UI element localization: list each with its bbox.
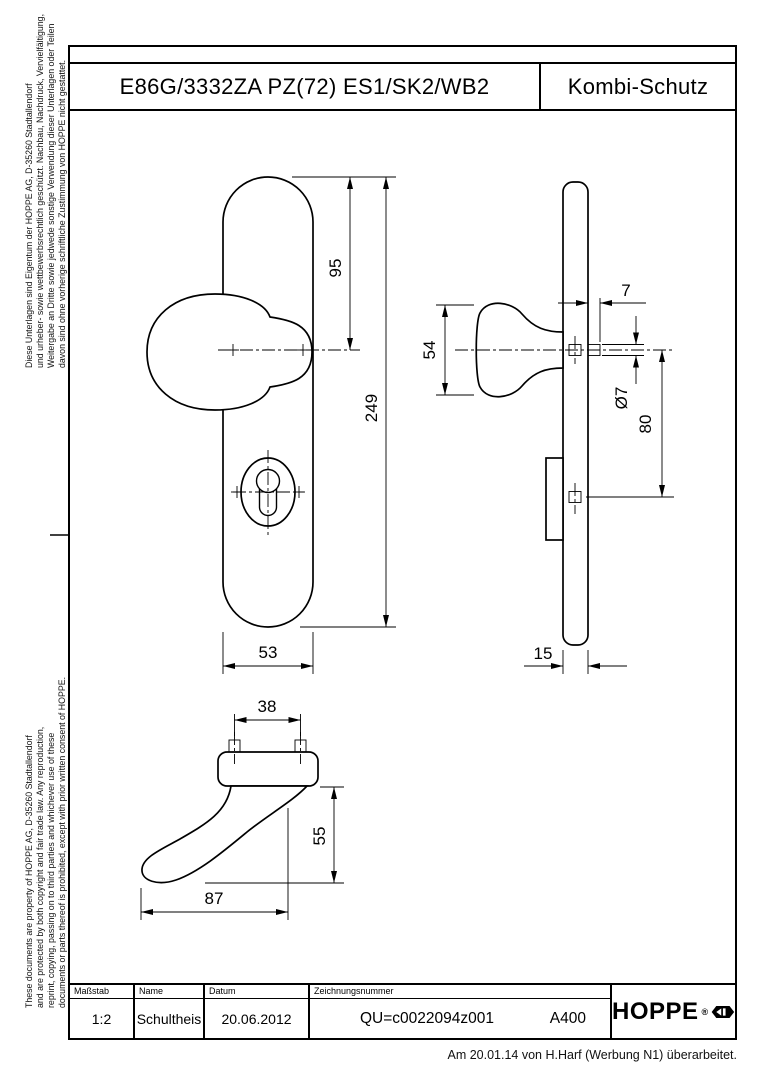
copyright-line: Weitergabe an Dritte sowie jedwede sonst… [46, 23, 56, 368]
date-cell: Datum 20.06.2012 [205, 985, 310, 1038]
product-name: Kombi-Schutz [539, 64, 735, 109]
date-value: 20.06.2012 [221, 1010, 292, 1027]
hoppe-hexagon-icon [711, 1005, 735, 1018]
title-block: E86G/3332ZA PZ(72) ES1/SK2/WB2 Kombi-Sch… [70, 62, 735, 111]
format-code: A400 [549, 1009, 586, 1027]
footer-title-block: Maßstab 1:2 Name Schultheis Datum 20.06.… [70, 983, 735, 1038]
drawing-number-cell: Zeichnungsnummer QU=c0022094z001 A400 [310, 985, 612, 1038]
brand-name: HOPPE [612, 997, 699, 1025]
copyright-line: These documents are property of HOPPE AG… [24, 735, 34, 1008]
revision-note: Am 20.01.14 von H.Harf (Werbung N1) über… [447, 1048, 738, 1062]
copyright-note-english: These documents are property of HOPPE AG… [24, 676, 68, 1008]
scale-cell: Maßstab 1:2 [70, 985, 135, 1038]
drawing-frame: E86G/3332ZA PZ(72) ES1/SK2/WB2 Kombi-Sch… [68, 45, 737, 1040]
name-value: Schultheis [136, 1010, 202, 1027]
product-code: E86G/3332ZA PZ(72) ES1/SK2/WB2 [119, 73, 490, 99]
copyright-note-german: Diese Unterlagen sind Eigentum der HOPPE… [24, 13, 68, 368]
copyright-line: and are protected by both copyright and … [35, 726, 45, 1008]
date-label: Datum [205, 985, 308, 999]
name-label: Name [135, 985, 203, 999]
registered-mark: ® [701, 1006, 709, 1017]
copyright-line: documents or parts thereof is prohibited… [57, 676, 67, 1008]
copyright-line: und urheber- sowie wettbewerbsrechtlich … [35, 13, 45, 368]
drawing-number-value: QU=c0022094z001 [360, 1009, 495, 1027]
copyright-line: davon sind ohne vorherige schriftliche Z… [57, 59, 67, 368]
name-cell: Name Schultheis [135, 985, 205, 1038]
copyright-line: Diese Unterlagen sind Eigentum der HOPPE… [24, 83, 34, 368]
hoppe-logo: HOPPE® [612, 985, 735, 1038]
scale-value: 1:2 [91, 1010, 112, 1027]
drawing-number-label: Zeichnungsnummer [310, 985, 610, 999]
scale-label: Maßstab [70, 985, 133, 999]
copyright-line: reprint, copying, passing on to third pa… [46, 732, 56, 1008]
